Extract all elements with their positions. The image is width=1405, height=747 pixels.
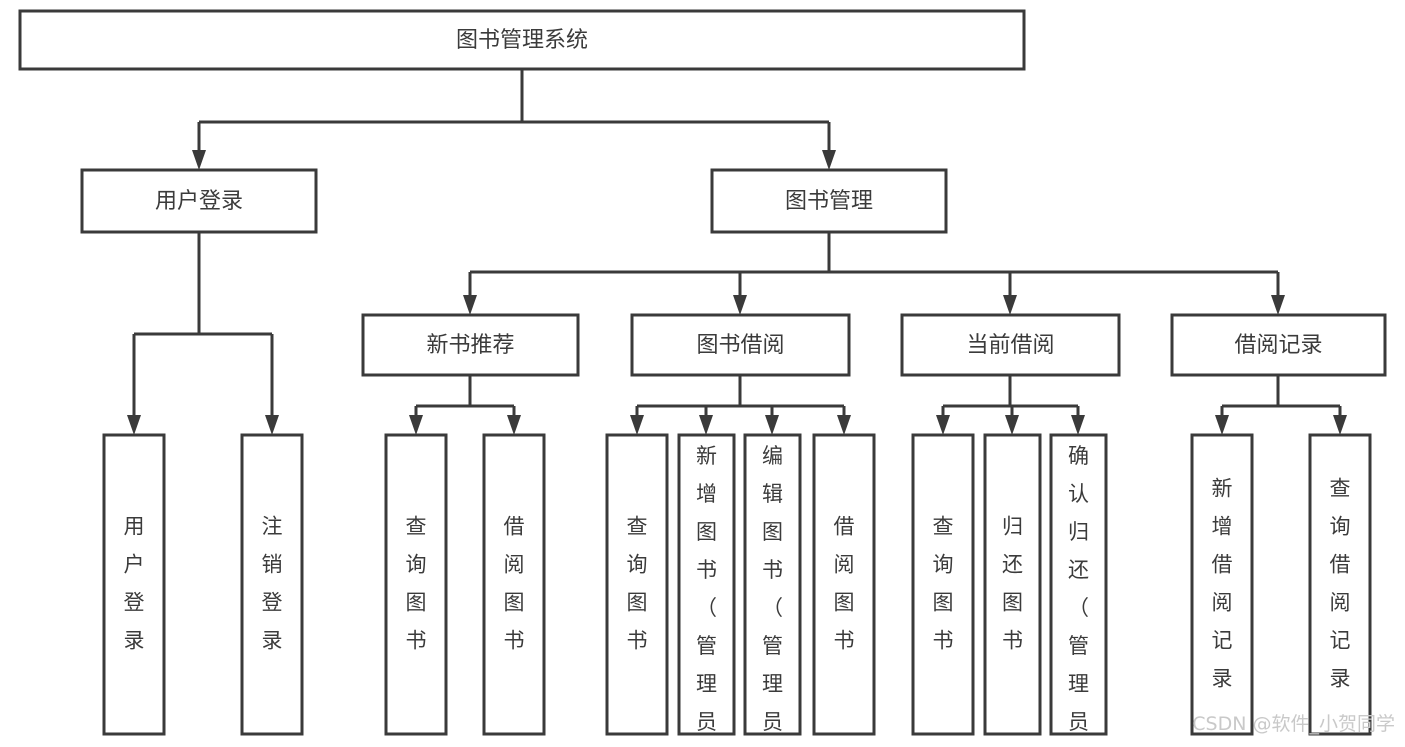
node-box-leaf-return-book[interactable] — [983, 433, 1042, 736]
node-label-leaf-user-login: 用户登录 — [124, 515, 145, 653]
node-label-current-borrow: 当前借阅 — [966, 333, 1054, 358]
arrow-head-icon — [1333, 415, 1347, 435]
arrow-head-icon — [1215, 415, 1229, 435]
connectors-layer — [127, 69, 1347, 435]
node-box-leaf-query-book-borrow[interactable] — [605, 433, 669, 736]
node-book-manage[interactable]: 图书管理 — [710, 168, 948, 234]
node-label-leaf-logout: 注销登录 — [262, 515, 283, 653]
node-box-book-borrow[interactable] — [630, 313, 851, 377]
node-leaf-confirm-return-admin[interactable]: 确认归还（管理员） — [1049, 433, 1108, 747]
node-label-leaf-query-book-recommend: 查询图书 — [406, 515, 427, 653]
node-user-login[interactable]: 用户登录 — [80, 168, 318, 234]
connector-group-level2-to-level3 — [463, 232, 1285, 315]
arrow-head-icon — [1271, 295, 1285, 315]
node-leaf-borrow-book-recommend[interactable]: 借阅图书 — [482, 433, 546, 736]
node-box-leaf-add-book-admin[interactable] — [677, 433, 736, 736]
node-label-book-borrow: 图书借阅 — [696, 333, 784, 358]
node-box-user-login[interactable] — [80, 168, 318, 234]
arrow-head-icon — [265, 415, 279, 435]
node-box-leaf-confirm-return-admin[interactable] — [1049, 433, 1108, 736]
nodes-layer: 图书管理系统用户登录图书管理新书推荐图书借阅当前借阅借阅记录用户登录注销登录查询… — [18, 9, 1387, 747]
node-new-book-recommend[interactable]: 新书推荐 — [361, 313, 580, 377]
node-label-leaf-confirm-return-admin: 确认归还（管理员） — [1068, 444, 1089, 747]
node-leaf-query-book-borrow[interactable]: 查询图书 — [605, 433, 669, 736]
node-label-leaf-edit-book-admin: 编辑图书（管理员） — [762, 444, 783, 747]
arrow-head-icon — [192, 150, 206, 170]
node-label-new-book-recommend: 新书推荐 — [426, 333, 514, 358]
node-borrow-record[interactable]: 借阅记录 — [1170, 313, 1387, 377]
node-leaf-query-borrow-record[interactable]: 查询借阅记录 — [1308, 433, 1372, 736]
node-box-leaf-user-login[interactable] — [102, 433, 166, 736]
arrow-head-icon — [1005, 415, 1019, 435]
node-current-borrow[interactable]: 当前借阅 — [900, 313, 1121, 377]
arrow-head-icon — [507, 415, 521, 435]
arrow-head-icon — [409, 415, 423, 435]
node-leaf-query-book-recommend[interactable]: 查询图书 — [384, 433, 448, 736]
node-leaf-borrow-book-borrow[interactable]: 借阅图书 — [812, 433, 876, 736]
node-box-leaf-query-borrow-record[interactable] — [1308, 433, 1372, 736]
node-box-borrow-record[interactable] — [1170, 313, 1387, 377]
arrow-head-icon — [822, 150, 836, 170]
node-box-leaf-logout[interactable] — [240, 433, 304, 736]
node-box-new-book-recommend[interactable] — [361, 313, 580, 377]
node-box-leaf-query-book-recommend[interactable] — [384, 433, 448, 736]
connector-group-current-borrow-to-leaves — [936, 375, 1085, 435]
arrow-head-icon — [1003, 295, 1017, 315]
node-box-root[interactable] — [18, 9, 1026, 71]
node-label-leaf-borrow-book-recommend: 借阅图书 — [504, 515, 525, 653]
node-book-borrow[interactable]: 图书借阅 — [630, 313, 851, 377]
node-label-user-login: 用户登录 — [155, 189, 243, 214]
node-label-leaf-return-book: 归还图书 — [1002, 515, 1023, 653]
arrow-head-icon — [1071, 415, 1085, 435]
node-leaf-add-book-admin[interactable]: 新增图书（管理员） — [677, 433, 736, 747]
arrow-head-icon — [630, 415, 644, 435]
node-root[interactable]: 图书管理系统 — [18, 9, 1026, 71]
arrow-head-icon — [127, 415, 141, 435]
connector-group-book-borrow-to-leaves — [630, 375, 851, 435]
node-box-leaf-add-borrow-record[interactable] — [1190, 433, 1254, 736]
node-box-leaf-edit-book-admin[interactable] — [743, 433, 802, 736]
node-box-book-manage[interactable] — [710, 168, 948, 234]
connector-group-borrow-record-to-leaves — [1215, 375, 1347, 435]
node-label-leaf-query-book-current: 查询图书 — [933, 515, 954, 653]
node-box-leaf-borrow-book-recommend[interactable] — [482, 433, 546, 736]
node-label-borrow-record: 借阅记录 — [1234, 333, 1322, 358]
arrow-head-icon — [733, 295, 747, 315]
arrow-head-icon — [936, 415, 950, 435]
node-label-leaf-query-borrow-record: 查询借阅记录 — [1330, 477, 1351, 691]
node-label-book-manage: 图书管理 — [785, 189, 873, 214]
node-label-leaf-query-book-borrow: 查询图书 — [627, 515, 648, 653]
node-leaf-user-login[interactable]: 用户登录 — [102, 433, 166, 736]
node-label-leaf-add-borrow-record: 新增借阅记录 — [1212, 477, 1233, 691]
node-box-leaf-query-book-current[interactable] — [911, 433, 975, 736]
node-leaf-query-book-current[interactable]: 查询图书 — [911, 433, 975, 736]
arrow-head-icon — [765, 415, 779, 435]
csdn-watermark: CSDN @软件_小贺同学 — [1192, 713, 1395, 735]
node-leaf-edit-book-admin[interactable]: 编辑图书（管理员） — [743, 433, 802, 747]
node-leaf-logout[interactable]: 注销登录 — [240, 433, 304, 736]
node-box-current-borrow[interactable] — [900, 313, 1121, 377]
arrow-head-icon — [837, 415, 851, 435]
arrow-head-icon — [699, 415, 713, 435]
connector-group-root-to-level2 — [192, 69, 836, 170]
connector-group-new-book-recommend-to-leaves — [409, 375, 521, 435]
node-label-leaf-add-book-admin: 新增图书（管理员） — [696, 444, 717, 747]
node-leaf-return-book[interactable]: 归还图书 — [983, 433, 1042, 736]
node-label-leaf-borrow-book-borrow: 借阅图书 — [834, 515, 855, 653]
node-leaf-add-borrow-record[interactable]: 新增借阅记录 — [1190, 433, 1254, 736]
node-label-root: 图书管理系统 — [456, 28, 588, 53]
connector-group-user-login-to-leaves — [127, 232, 279, 435]
node-box-leaf-borrow-book-borrow[interactable] — [812, 433, 876, 736]
arrow-head-icon — [463, 295, 477, 315]
